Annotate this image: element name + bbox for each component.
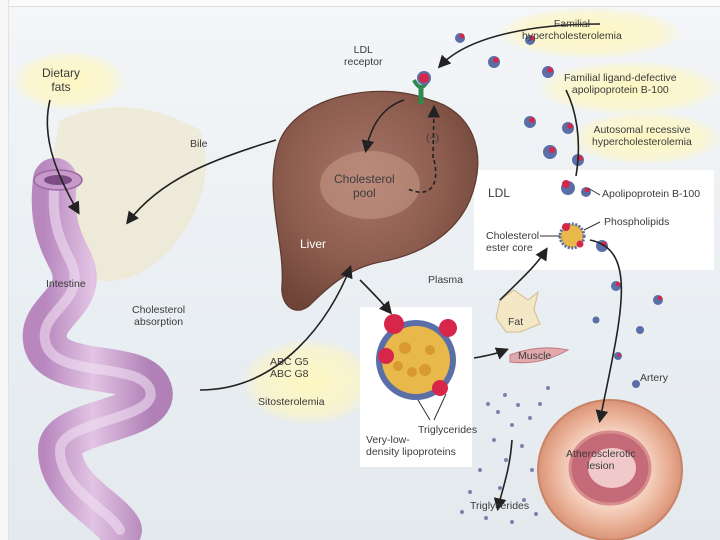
label-vldl: Very-low- density lipoproteins xyxy=(366,434,456,458)
ldl-particles xyxy=(455,33,663,388)
triglyceride-dots xyxy=(460,386,550,524)
muscle-cell xyxy=(509,347,570,364)
label-triglycerides-vldl: Triglycerides xyxy=(418,424,478,436)
label-familial-ligand: Familial ligand-defective apolipoprotein… xyxy=(564,72,677,96)
label-atherosclerotic: Atherosclerotic lesion xyxy=(566,448,636,472)
label-ester-core: Cholesterol ester core xyxy=(486,230,540,254)
glow-familial-ligand xyxy=(540,62,720,114)
glow-autosomal xyxy=(572,112,720,164)
fat-cell xyxy=(495,289,541,333)
ldl-receptor-shape xyxy=(412,71,431,104)
left-edge xyxy=(0,0,9,540)
ldl-inset-particles xyxy=(558,180,591,250)
label-triglycerides-bottom: Triglycerides xyxy=(470,500,530,512)
label-fat: Fat xyxy=(508,316,524,328)
label-dietary-fats: Dietary fats xyxy=(42,66,81,94)
leader-lines xyxy=(417,187,601,421)
label-ldl-receptor: LDL receptor xyxy=(344,44,383,68)
liver-shape xyxy=(272,90,479,311)
artery-shape xyxy=(537,399,683,540)
label-muscle: Muscle xyxy=(518,350,552,362)
glow-dietary-fats xyxy=(14,52,124,110)
glow-familial-hyper xyxy=(500,8,680,58)
label-ldl: LDL xyxy=(488,186,511,200)
top-edge xyxy=(0,0,720,7)
label-sitosterolemia: Sitosterolemia xyxy=(258,396,325,408)
label-artery: Artery xyxy=(640,372,669,384)
label-liver: Liver xyxy=(300,237,327,251)
label-apob: Apolipoprotein B-100 xyxy=(602,188,701,200)
label-intestine: Intestine xyxy=(46,278,86,290)
label-plasma: Plasma xyxy=(428,274,464,286)
glow-abc xyxy=(244,340,374,424)
flow-arrows xyxy=(46,23,623,512)
label-chol-absorption: Cholesterol absorption xyxy=(132,304,186,328)
label-familial-hyper: Familial hypercholesterolemia xyxy=(522,18,622,42)
label-autosomal: Autosomal recessive hypercholesterolemia xyxy=(592,124,692,148)
vldl-particle xyxy=(376,314,457,400)
label-cholesterol-pool: Cholesterol pool xyxy=(334,172,395,200)
intestine-shape xyxy=(22,158,173,540)
label-abc: ABC G5 ABC G8 xyxy=(270,356,309,380)
label-phospholipids: Phospholipids xyxy=(604,216,670,228)
label-bile: Bile xyxy=(190,138,208,150)
ldl-inset-box xyxy=(474,170,714,270)
label-minus: (−) xyxy=(426,132,440,144)
